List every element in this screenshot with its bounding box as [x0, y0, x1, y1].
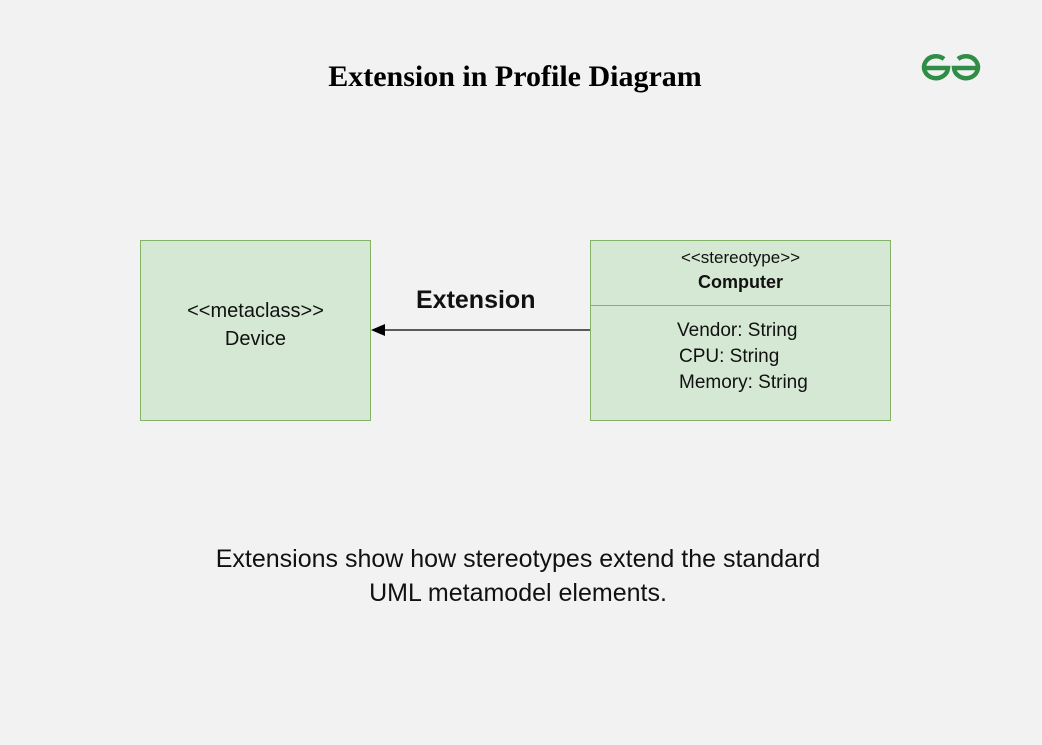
attribute: Vendor: String — [677, 320, 798, 341]
metaclass-name: Device — [224, 327, 287, 350]
stereotype-computer-box: <<stereotype>> Computer Vendor: String C… — [590, 240, 891, 421]
extension-label: Extension — [416, 286, 536, 314]
diagram-title: Extension in Profile Diagram — [328, 60, 702, 93]
metaclass-device-box: <<metaclass>> Device — [140, 240, 371, 421]
stereotype-keyword: <<stereotype>> — [680, 248, 801, 267]
extension-arrow — [371, 324, 591, 336]
attribute: Memory: String — [679, 372, 808, 393]
gfg-logo-icon — [921, 53, 981, 81]
caption-line: Extensions show how stereotypes extend t… — [215, 545, 821, 573]
stereotype-attributes: Vendor: String CPU: String Memory: Strin… — [591, 306, 890, 396]
stereotype-header: <<stereotype>> Computer — [591, 241, 890, 306]
attribute: CPU: String — [679, 346, 780, 367]
arrowhead-icon — [371, 324, 385, 336]
caption-line: UML metamodel elements. — [369, 579, 667, 607]
stereotype-name: Computer — [698, 272, 783, 292]
metaclass-stereotype: <<metaclass>> — [187, 299, 324, 322]
caption: Extensions show how stereotypes extend t… — [0, 542, 1036, 610]
